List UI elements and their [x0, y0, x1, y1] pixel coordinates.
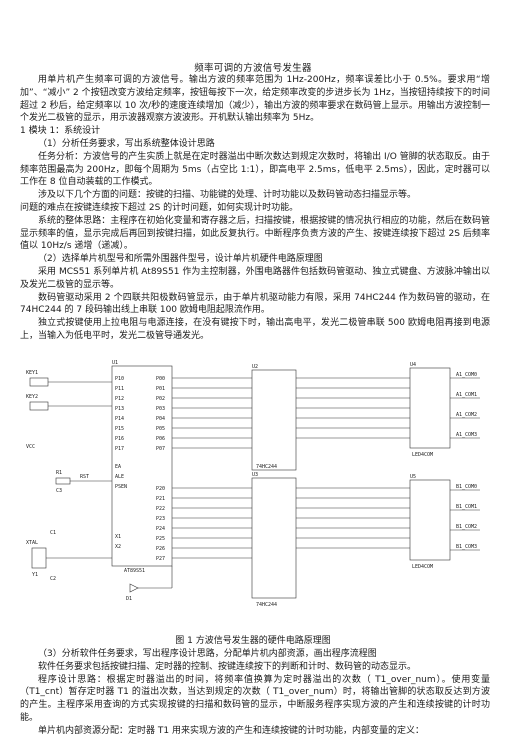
mcu-part: AT89S51 — [124, 568, 145, 574]
com-label: B1_COM1 — [456, 504, 477, 510]
paragraph: 系统的整体思路：主程序在初始化变量和寄存器之后，扫描按键，根据按键的情况执行相应… — [20, 215, 490, 252]
bottom-text: （3）分析软件任务要求，写出程序设计思路，分配单片机内部资源，画出程序流程图 软… — [20, 648, 490, 738]
misc-label: D1 — [126, 596, 132, 602]
pin-label: P23 — [156, 516, 165, 522]
com-label: A1_COM2 — [456, 412, 477, 418]
pin-label: P05 — [156, 426, 165, 432]
driver-part-u2: 74HC244 — [256, 464, 277, 470]
driver-part-u3: 74HC244 — [256, 602, 277, 608]
misc-label: C1 — [50, 530, 56, 536]
paragraph: 程序设计思路：根据定时器溢出的时间，将频率值换算为定时器溢出的次数（ T1_ov… — [20, 674, 490, 723]
misc-label: PSEN — [115, 484, 127, 490]
misc-label: R1 — [56, 470, 62, 476]
pin-label: P15 — [115, 426, 124, 432]
paragraph: 用单片机产生频率可调的方波信号。输出方波的频率范围为 1Hz-200Hz，频率误… — [20, 75, 490, 124]
paragraph: 独立式按键使用上拉电阻与电源连接，在没有键按下时，输出高电平，发光二极管串联 5… — [20, 318, 490, 341]
pin-label: P03 — [156, 406, 165, 412]
misc-label: X1 — [115, 534, 121, 540]
figure-caption: 图 1 方波信号发生器的硬件电路原理图 — [175, 636, 331, 646]
pin-label: P12 — [115, 396, 124, 402]
pin-label: P26 — [156, 546, 165, 552]
paragraph: 问题的难点在按键连续按下超过 2S 的计时问题，如何实现计时功能。 — [20, 202, 299, 213]
display-part-u5: LED4COM — [412, 564, 433, 570]
pin-label: P13 — [115, 406, 124, 412]
pin-label: P14 — [115, 416, 124, 422]
circuit-schematic: U1 AT89S51 U2 U3 74HC244 74HC244 U4 U5 L… — [26, 360, 480, 608]
pin-label: P07 — [156, 446, 165, 452]
pin-label: P25 — [156, 536, 165, 542]
display-label-u4: U4 — [410, 362, 416, 368]
switch-label: KEY2 — [26, 394, 38, 400]
misc-label: C2 — [50, 576, 56, 582]
pin-label: P22 — [156, 506, 165, 512]
led-d1 — [129, 583, 139, 593]
paragraph: 涉及以下几个方面的问题：按键的扫描、功能键的处理、计时功能以及数码管动态扫描显示… — [38, 190, 417, 201]
misc-label: X2 — [115, 544, 121, 550]
switch-key1 — [29, 377, 49, 387]
driver-chip-u3 — [251, 477, 297, 599]
com-label: A1_COM0 — [456, 372, 477, 378]
com-label: A1_COM1 — [456, 392, 477, 398]
display-part-u4: LED4COM — [412, 452, 433, 458]
paragraph: 数码管驱动采用 2 个四联共阳极数码管显示，由于单片机驱动能力有限，采用 74H… — [20, 292, 490, 316]
crystal — [31, 547, 47, 569]
misc-label: ALE — [115, 474, 124, 480]
paragraph: （1）分析任务要求，写出系统整体设计思路 — [38, 138, 215, 149]
pin-label: P11 — [115, 386, 124, 392]
body-text: 用单片机产生频率可调的方波信号。输出方波的频率范围为 1Hz-200Hz，频率误… — [20, 74, 490, 343]
com-label: B1_COM2 — [456, 524, 477, 530]
resistor-r1 — [55, 477, 71, 485]
paragraph: 软件任务要求包括按键扫描、定时器的控制、按键连续按下的判断和计时、数码管的动态显… — [38, 661, 417, 672]
misc-label: Y1 — [32, 572, 38, 578]
misc-label: RST — [80, 474, 89, 480]
com-label: A1_COM3 — [456, 432, 477, 438]
switch-label: KEY1 — [26, 370, 38, 376]
display-u5 — [409, 479, 451, 561]
misc-label: EA — [115, 464, 121, 470]
pin-label: P10 — [115, 376, 124, 382]
paragraph: （3）分析软件任务要求，写出程序设计思路，分配单片机内部资源，画出程序流程图 — [38, 649, 377, 659]
switch-key2 — [29, 401, 49, 411]
pin-label: P06 — [156, 436, 165, 442]
pin-label: P16 — [115, 436, 124, 442]
pin-label: P24 — [156, 526, 165, 532]
pin-label: P21 — [156, 496, 165, 502]
com-label: B1_COM3 — [456, 544, 477, 550]
paragraph: 任务分析：方波信号的产生实质上就是在定时器溢出中断次数达到规定次数时，将输出 I… — [20, 151, 490, 188]
driver-label-u3: U3 — [252, 472, 258, 478]
driver-chip-u2 — [251, 369, 297, 471]
pin-label: P20 — [156, 486, 165, 492]
misc-label: XTAL — [26, 540, 38, 546]
pin-label: P04 — [156, 416, 165, 422]
paragraph: （2）选择单片机型号和所需外围器件型号，设计单片机硬件电路原理图 — [38, 254, 323, 265]
paragraph: 采用 MCS51 系列单片机 At89S51 作为主控制器，外围电路器件包括数码… — [20, 266, 490, 290]
misc-label: VCC — [26, 444, 35, 450]
document-page: 频率可调的方波信号发生器 用单片机产生频率可调的方波信号。输出方波的频率范围为 … — [20, 63, 490, 736]
com-label: B1_COM0 — [456, 484, 477, 490]
driver-label-u2: U2 — [252, 364, 258, 370]
mcu-label: U1 — [112, 360, 118, 366]
misc-label: C3 — [56, 488, 62, 494]
pin-label: P17 — [115, 446, 124, 452]
section-heading: 1 模块 1：系统设计 — [20, 126, 101, 137]
paragraph: 单片机内部资源分配：定时器 T1 用来实现方波的产生和连续按键的计时功能，内部变… — [38, 725, 424, 736]
display-label-u5: U5 — [410, 474, 416, 480]
pin-label: P01 — [156, 386, 165, 392]
display-u4 — [409, 367, 451, 449]
pin-label: P02 — [156, 396, 165, 402]
pin-label: P27 — [156, 556, 165, 562]
pin-label: P00 — [156, 376, 165, 382]
document-title: 频率可调的方波信号发生器 — [194, 63, 312, 74]
mcu-chip — [111, 365, 173, 567]
